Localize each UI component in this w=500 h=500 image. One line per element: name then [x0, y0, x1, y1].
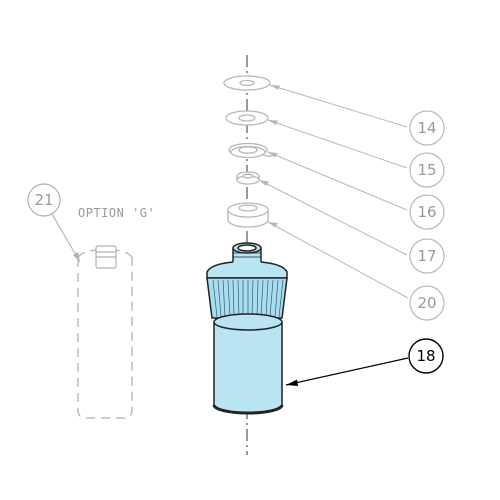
part-15-washer — [225, 110, 269, 126]
leader-14 — [269, 84, 408, 128]
leader-20 — [267, 221, 409, 299]
leader-lines — [51, 84, 409, 386]
arrowhead-16 — [268, 152, 278, 158]
arrowhead-21 — [73, 252, 80, 262]
callout-20[interactable]: 20 — [409, 285, 445, 321]
leader-15 — [267, 119, 408, 169]
filter-body — [213, 322, 283, 414]
callout-16-label: 16 — [417, 203, 436, 221]
part-17-nut — [236, 171, 260, 185]
part-18-filter-cartridge — [206, 242, 288, 415]
callout-21-label: 21 — [34, 191, 53, 209]
leader-16 — [267, 151, 408, 211]
callout-17[interactable]: 17 — [409, 238, 445, 274]
part-14-washer — [223, 75, 271, 91]
callout-15-label: 15 — [417, 161, 436, 179]
part-21-option-bottle — [77, 249, 133, 419]
filter-pleats — [206, 277, 288, 319]
callout-21[interactable]: 21 — [27, 183, 61, 217]
arrowhead-15 — [268, 120, 278, 125]
callout-16[interactable]: 16 — [409, 194, 445, 230]
callout-18[interactable]: 18 — [408, 338, 444, 374]
option-g-label: OPTION 'G' — [78, 206, 155, 220]
part-20-adapter — [227, 202, 269, 228]
arrowhead-14 — [270, 85, 280, 90]
part-16-spring-washer — [228, 142, 275, 159]
callout-17-label: 17 — [417, 247, 436, 265]
leader-17 — [258, 179, 408, 256]
leader-18 — [285, 357, 409, 386]
arrowhead-20 — [268, 222, 278, 228]
arrowhead-18 — [286, 379, 298, 386]
part-21-option-neck — [95, 245, 117, 269]
callout-15[interactable]: 15 — [409, 152, 445, 188]
callout-14-label: 14 — [417, 119, 436, 137]
callout-20-label: 20 — [417, 294, 436, 312]
callout-14[interactable]: 14 — [409, 110, 445, 146]
filter-shoulder — [206, 261, 288, 279]
arrowhead-17 — [259, 180, 269, 186]
callout-18-label: 18 — [416, 347, 435, 365]
